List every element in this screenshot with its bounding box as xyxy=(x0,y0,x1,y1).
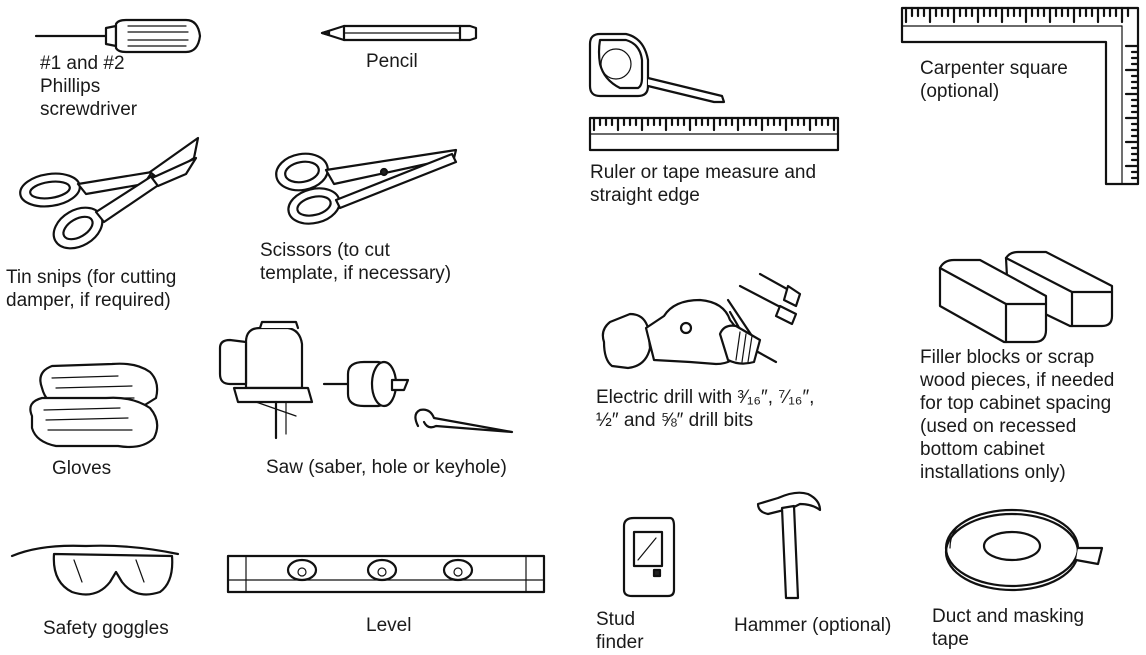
carpenter-square-icon xyxy=(900,6,1140,186)
level-label: Level xyxy=(366,615,412,636)
gloves-label: Gloves xyxy=(52,458,112,479)
tape-measure-label: Ruler or tape measure and straight edge xyxy=(590,162,817,206)
wood-blocks-icon xyxy=(938,250,1114,344)
safety-goggles-label: Safety goggles xyxy=(43,618,169,639)
tape-label: Duct and masking tape xyxy=(932,606,1085,650)
pencil-icon xyxy=(320,24,478,42)
gloves-icon xyxy=(29,362,159,449)
filler-blocks-label: Filler blocks or scrap wood pieces, if n… xyxy=(920,347,1115,483)
stud-finder-label: Stud finder xyxy=(596,609,644,653)
saw-label: Saw (saber, hole or keyhole) xyxy=(266,457,507,478)
tape-roll-icon xyxy=(944,508,1104,592)
saw-icon xyxy=(218,320,514,440)
electric-drill-label: Electric drill with ³⁄₁₆″, ⁷⁄₁₆″, ½″ and… xyxy=(596,387,815,431)
hammer-label: Hammer (optional) xyxy=(734,615,892,636)
hammer-icon xyxy=(756,491,822,600)
carpenter-square-label: Carpenter square (optional) xyxy=(920,58,1068,102)
screwdriver-label: #1 and #2 Phillips screwdriver xyxy=(40,53,138,120)
drill-icon xyxy=(601,272,802,370)
stud-finder-icon xyxy=(622,516,676,598)
tin-snips-label: Tin snips (for cutting damper, if requir… xyxy=(6,267,177,311)
tape-measure-icon xyxy=(588,32,840,152)
level-icon xyxy=(226,554,546,594)
screwdriver-icon xyxy=(34,18,202,54)
pencil-label: Pencil xyxy=(366,51,418,72)
scissors-label: Scissors (to cut template, if necessary) xyxy=(260,240,452,284)
scissors-icon xyxy=(275,148,458,225)
tin-snips-icon xyxy=(19,136,200,250)
goggles-icon xyxy=(10,544,180,596)
